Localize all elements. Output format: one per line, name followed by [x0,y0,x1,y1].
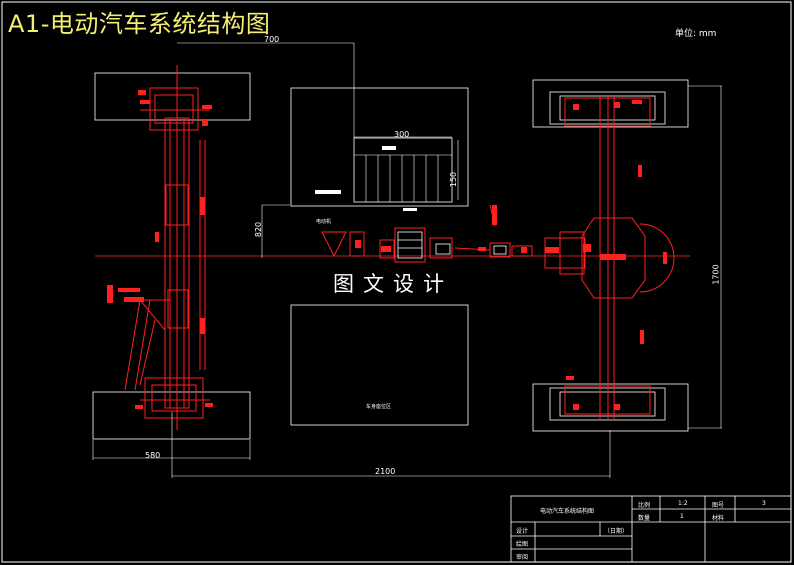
dim-2100: 2100 [375,467,396,476]
right-red-blocks [545,100,667,410]
watermark-text: 图文设计 [333,272,453,296]
tb-design-label: 设计 [516,528,529,535]
cabin-bottom-box [290,304,469,426]
cabin-top-box [290,87,469,207]
left-front-wheel [94,72,251,121]
battery-label: 车身座位区 [366,404,392,410]
tb-drawing-name: 电动汽车系统结构图 [540,508,595,515]
left-rear-wheel [92,391,251,440]
tb-qty-label: 数量 [638,515,651,522]
tb-scale-value: 1:2 [678,500,688,507]
dim-580: 580 [145,451,161,460]
left-red-blocks [107,90,213,409]
tb-qty-value: 1 [680,513,684,520]
tb-material-label: 材料 [712,515,725,522]
tb-scale-label: 比例 [638,502,651,509]
tb-sheet-value: 3 [762,500,766,507]
tb-review-label: 审阅 [516,554,529,561]
unit-label: 单位: mm [675,29,717,39]
battery-grid-box [353,137,453,203]
dim-700: 700 [264,35,280,44]
motor-white-detail [397,231,507,259]
tb-draw-label: 绘图 [516,541,529,548]
drawing-title: A1-电动汽车系统结构图 [8,10,271,38]
motor-red-blocks [355,205,527,253]
white-block-c [403,208,417,211]
left-steering-assembly [124,65,210,430]
right-rear-wheel [532,383,689,432]
motor-label: 电动机 [316,219,332,225]
tb-date-label: （日期） [604,528,629,535]
white-block-b [315,190,341,194]
white-block-a [382,146,396,150]
right-front-wheel [532,79,689,128]
dim-300: 300 [394,130,410,139]
tb-sheet-label: 图号 [712,502,725,509]
dimension-lines [92,42,722,478]
battery-cells [354,154,452,202]
